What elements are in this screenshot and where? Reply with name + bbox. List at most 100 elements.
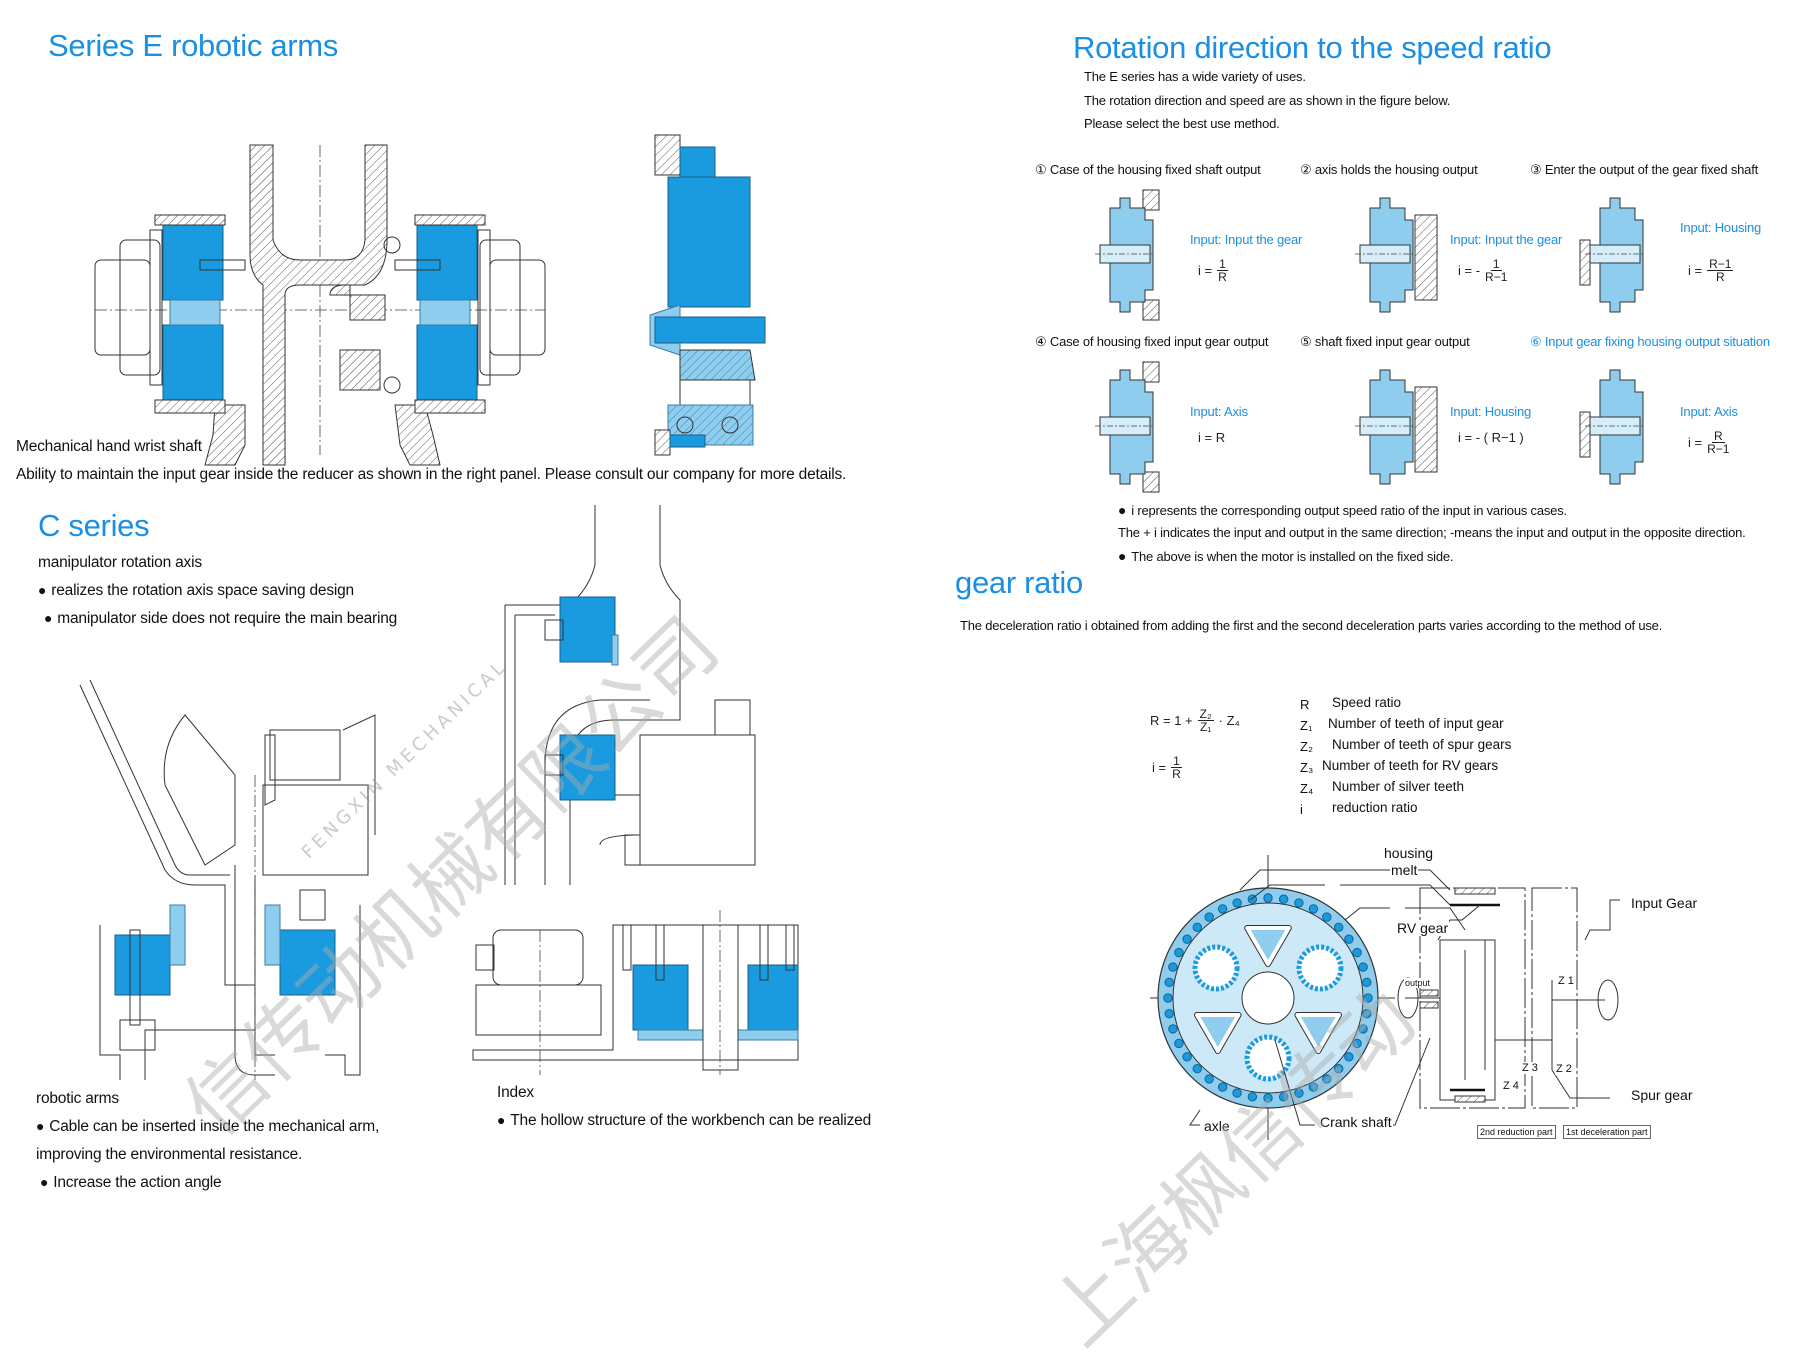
case-reducer-figure — [1579, 197, 1645, 313]
legend-text: Number of silver teeth — [1332, 779, 1465, 794]
c-series-bullet: manipulator side does not require the ma… — [44, 610, 397, 628]
rv-center-hole — [1241, 971, 1295, 1025]
robotic-arms-bullet: Increase the action angle — [40, 1174, 221, 1192]
rv-pin — [1168, 1024, 1178, 1034]
rv-label-spur-gear: Spur gear — [1630, 1087, 1694, 1103]
formula-r: R = 1 + Z₂ Z₁ · Z₄ — [1150, 708, 1240, 733]
case-ratio-text: i = R — [1198, 430, 1226, 445]
case-input-label: Input: Axis — [1190, 404, 1248, 419]
formula-i-fraction: 1 R — [1171, 755, 1182, 780]
rv-pin — [1358, 1024, 1368, 1034]
case-ratio-denominator: R — [1218, 270, 1227, 284]
case-ratio-numerator: R−1 — [1707, 257, 1734, 271]
rv-pin — [1334, 922, 1344, 932]
rv-pin — [1308, 1082, 1319, 1092]
rv-pin — [1192, 1064, 1202, 1074]
rv-label-z1: Z 1 — [1557, 975, 1575, 987]
legend-text: Number of teeth of spur gears — [1332, 737, 1512, 752]
case-reducer-figure — [1355, 197, 1438, 313]
rv-label-rv-gear: RV gear — [1396, 920, 1450, 936]
e-series-caption: Mechanical hand wrist shaft — [16, 438, 202, 455]
legend-symbol: Z₃ — [1300, 760, 1314, 775]
rv-pin — [1294, 1088, 1304, 1098]
c-series-index-drawing — [472, 910, 799, 1075]
rv-pin — [1217, 1082, 1228, 1092]
rotation-intro: The E series has a wide variety of uses. — [1084, 69, 1306, 84]
rv-pin — [1217, 904, 1228, 914]
rv-pin — [1344, 1052, 1354, 1062]
legend-symbol: i — [1300, 802, 1303, 817]
formula-i-lhs: i = — [1152, 760, 1167, 775]
rv-crank-bearing — [1244, 1034, 1292, 1082]
c-series-manipulator-drawing — [504, 505, 756, 885]
rv-pin — [1322, 912, 1332, 922]
rv-pin — [1363, 993, 1373, 1003]
rv-label-melt: melt — [1390, 862, 1419, 878]
rv-pin — [1204, 1074, 1214, 1084]
case-input-label: Input: Housing — [1680, 220, 1762, 235]
case-input-label: Input: Housing — [1450, 404, 1532, 419]
case-label: ② axis holds the housing output — [1300, 162, 1478, 178]
rotation-intro: Please select the best use method. — [1084, 116, 1280, 131]
rv-lobe — [1245, 926, 1291, 966]
formula-i-denominator: R — [1172, 767, 1181, 781]
rv-label-output: output — [1404, 978, 1432, 988]
case-input-label: Input: Input the gear — [1190, 232, 1303, 247]
rv-pin — [1358, 962, 1368, 972]
case-label-text: Case of housing fixed input gear output — [1049, 334, 1269, 349]
rv-label-z2: Z 2 — [1555, 1063, 1573, 1075]
case-ratio: i = - ( R−1 ) — [1458, 430, 1524, 445]
case-label: ⑤ shaft fixed input gear output — [1300, 334, 1470, 350]
rv-pin — [1204, 912, 1214, 922]
index-bullet: The hollow structure of the workbench ca… — [497, 1112, 871, 1130]
rotation-note: The + i indicates the input and output i… — [1118, 525, 1746, 540]
rv-reducer-diagram — [1150, 855, 1620, 1140]
rv-label-crank-shaft: Crank shaft — [1319, 1114, 1393, 1130]
case-label-text: Case of the housing fixed shaft output — [1049, 162, 1261, 177]
rotation-note: The above is when the motor is installed… — [1118, 548, 1453, 564]
e-series-title: Series E robotic arms — [48, 28, 339, 63]
case-number: ① — [1035, 162, 1047, 177]
legend-text: Number of teeth of input gear — [1328, 716, 1504, 731]
case-input-label: Input: Input the gear — [1450, 232, 1563, 247]
rv-lobes — [1193, 925, 1343, 1054]
rv-label-first-part: 1st deceleration part — [1563, 1125, 1651, 1139]
c-series-robotic-arm-drawing — [79, 679, 376, 1080]
case-number: ④ — [1035, 334, 1047, 349]
case-label-text: axis holds the housing output — [1314, 162, 1478, 177]
case-label-text: Input gear fixing housing output situati… — [1544, 334, 1770, 349]
case-ratio-denominator: R−1 — [1707, 442, 1730, 456]
c-series-subtitle: manipulator rotation axis — [38, 554, 202, 571]
robotic-arms-bullet: Cable can be inserted inside the mechani… — [36, 1118, 379, 1136]
e-series-description: Ability to maintain the input gear insid… — [16, 466, 847, 483]
case-number: ⑥ — [1530, 334, 1542, 349]
rv-crank-bearing — [1296, 944, 1344, 992]
legend-text: Number of teeth for RV gears — [1322, 758, 1499, 773]
rv-pin — [1334, 1064, 1344, 1074]
rotation-intro: The rotation direction and speed are as … — [1084, 93, 1451, 108]
rv-pin — [1164, 977, 1174, 988]
rv-pin — [1247, 1092, 1258, 1102]
rv-pin — [1192, 922, 1202, 932]
case-ratio-prefix: i = — [1688, 263, 1703, 278]
rv-label-housing: housing — [1383, 845, 1435, 861]
robotic-arms-bullet-cont: improving the environmental resistance. — [36, 1146, 303, 1163]
rv-pin — [1168, 962, 1178, 972]
case-ratio-numerator: 1 — [1217, 257, 1228, 271]
rv-pin — [1163, 993, 1173, 1003]
formula-r-numerator: Z₂ — [1197, 707, 1214, 721]
rv-lobe — [1295, 1013, 1342, 1053]
legend-symbol: Z₁ — [1300, 718, 1313, 733]
rv-pin — [1308, 904, 1319, 914]
legend-symbol: Z₄ — [1300, 781, 1314, 796]
formula-r-denominator: Z₁ — [1199, 720, 1212, 734]
rv-label-axle: axle — [1203, 1118, 1231, 1134]
case-ratio-prefix: i = — [1198, 263, 1213, 278]
rv-pin-ring — [1163, 893, 1373, 1103]
rv-pin — [1278, 894, 1289, 904]
